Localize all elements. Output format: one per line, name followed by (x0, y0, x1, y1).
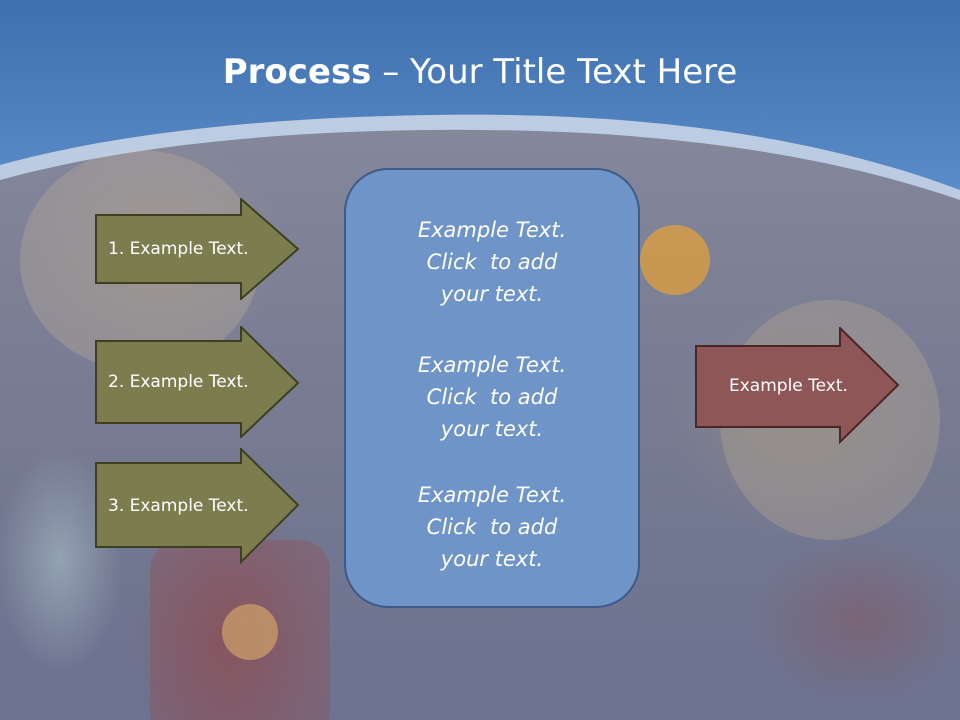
center-block-1-line1: Example Text. (417, 218, 567, 242)
center-block-2[interactable]: Example Text. Click to add your text. (346, 349, 638, 445)
sunflower (640, 225, 710, 295)
center-block-1-line2: Click to add (426, 250, 558, 274)
center-block-2-line1: Example Text. (417, 353, 567, 377)
step-arrow-1[interactable]: 1. Example Text. (95, 198, 300, 300)
center-text-box[interactable]: Example Text. Click to add your text. Ex… (344, 168, 640, 608)
center-block-1[interactable]: Example Text. Click to add your text. (346, 214, 638, 310)
center-block-2-line2: Click to add (426, 385, 558, 409)
center-block-3-line2: Click to add (426, 515, 558, 539)
arrow-right-icon (95, 326, 300, 438)
red-cloth (150, 540, 330, 720)
step-arrow-2-label: 2. Example Text. (108, 372, 249, 392)
center-block-3-line1: Example Text. (417, 483, 567, 507)
title-bold: Process (222, 52, 372, 92)
center-block-3-line3: your text. (440, 547, 544, 571)
button-decoration (222, 604, 278, 660)
arrow-right-icon (95, 448, 300, 564)
header-band (0, 0, 960, 200)
center-block-1-line3: your text. (440, 282, 544, 306)
arrow-right-icon (695, 327, 900, 444)
step-arrow-1-label: 1. Example Text. (108, 239, 249, 259)
step-arrow-3-label: 3. Example Text. (108, 496, 249, 516)
result-arrow-label: Example Text. (729, 375, 848, 396)
step-arrow-2[interactable]: 2. Example Text. (95, 326, 300, 438)
arrow-right-icon (95, 198, 300, 300)
step-arrow-3[interactable]: 3. Example Text. (95, 448, 300, 564)
result-arrow[interactable]: Example Text. (695, 327, 900, 444)
center-block-2-line3: your text. (440, 417, 544, 441)
page-title: Process – Your Title Text Here (0, 52, 960, 92)
center-block-3[interactable]: Example Text. Click to add your text. (346, 479, 638, 575)
title-rest: – Your Title Text Here (371, 52, 738, 92)
